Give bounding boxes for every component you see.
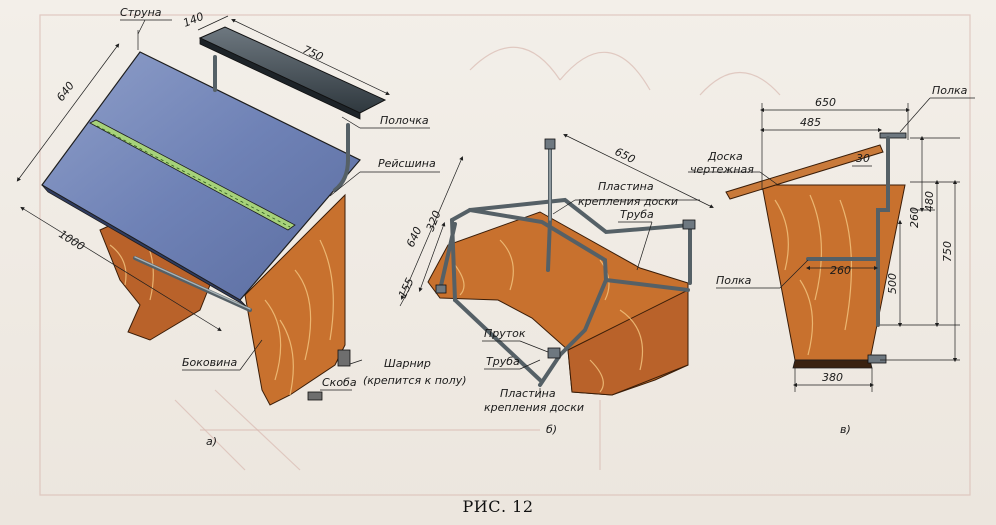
label-shelf-mid-c: Полка xyxy=(716,274,752,287)
dim-155-b: 155 xyxy=(396,276,417,301)
front-side-panel xyxy=(244,193,346,406)
label-plate-top: Пластина xyxy=(598,180,654,193)
dim-650-c: 650 xyxy=(815,96,836,109)
dim-640-b: 640 xyxy=(404,225,425,250)
drawing-board-c xyxy=(725,144,884,200)
label-t-square: Рейсшина xyxy=(378,157,436,170)
dim-30-c: 30 xyxy=(856,152,870,165)
label-tube-top: Труба xyxy=(620,208,654,221)
label-plate-bottom-2: крепления доски xyxy=(484,401,584,414)
hinge xyxy=(337,349,351,367)
dim-line-640 xyxy=(16,43,120,182)
dim-380-c: 380 xyxy=(822,371,843,384)
subfigure-a-label: а) xyxy=(206,435,217,448)
label-plate-top-2: крепления доски xyxy=(578,195,678,208)
dim-650-b: 650 xyxy=(613,145,638,166)
label-board-c-2: чертежная xyxy=(690,163,754,176)
figure-a: 640 1000 750 140 Струна Полочка Рейсшина… xyxy=(16,6,467,448)
dim-260-vertical-c: 260 xyxy=(908,207,921,228)
figure-c: 650 485 30 260 480 750 500 260 380 Полка… xyxy=(688,84,975,436)
label-shelf-top-c: Полка xyxy=(932,84,968,97)
dim-line-750 xyxy=(231,19,390,95)
label-plate-bottom: Пластина xyxy=(500,387,556,400)
dim-750-a: 750 xyxy=(301,43,326,64)
shelf-stand-tube xyxy=(213,55,350,192)
label-side: Боковина xyxy=(182,356,237,369)
label-rod: Пруток xyxy=(484,327,526,340)
figure-b: 650 640 320 155 Пластина крепления доски… xyxy=(396,134,714,436)
label-board-c: Доска xyxy=(707,150,743,163)
dim-485-c: 485 xyxy=(800,116,821,129)
dim-320-b: 320 xyxy=(424,209,444,233)
dim-480-c: 480 xyxy=(923,191,936,212)
label-bracket: Скоба xyxy=(322,376,357,389)
label-shelf-a: Полочка xyxy=(380,114,429,127)
dim-260-horizontal-c: 260 xyxy=(830,264,851,277)
bracket xyxy=(307,391,323,401)
subfigure-c-label: в) xyxy=(840,423,851,436)
label-hinge-note: (крепится к полу) xyxy=(363,374,467,387)
dim-140-a: 140 xyxy=(181,10,205,30)
top-shelf xyxy=(879,132,907,139)
label-hinge: Шарнир xyxy=(384,357,431,370)
dim-500-c: 500 xyxy=(886,273,899,294)
dim-750-c: 750 xyxy=(941,241,954,262)
dim-line-1000 xyxy=(20,206,222,332)
dim-line-650-b xyxy=(563,134,714,208)
figure-caption: РИС. 12 xyxy=(463,497,534,516)
dim-640-a: 640 xyxy=(54,79,77,104)
subfigure-b-label: б) xyxy=(546,423,557,436)
label-string: Струна xyxy=(120,6,162,19)
label-tube-bottom: Труба xyxy=(486,355,520,368)
dim-1000-a: 1000 xyxy=(56,228,87,254)
